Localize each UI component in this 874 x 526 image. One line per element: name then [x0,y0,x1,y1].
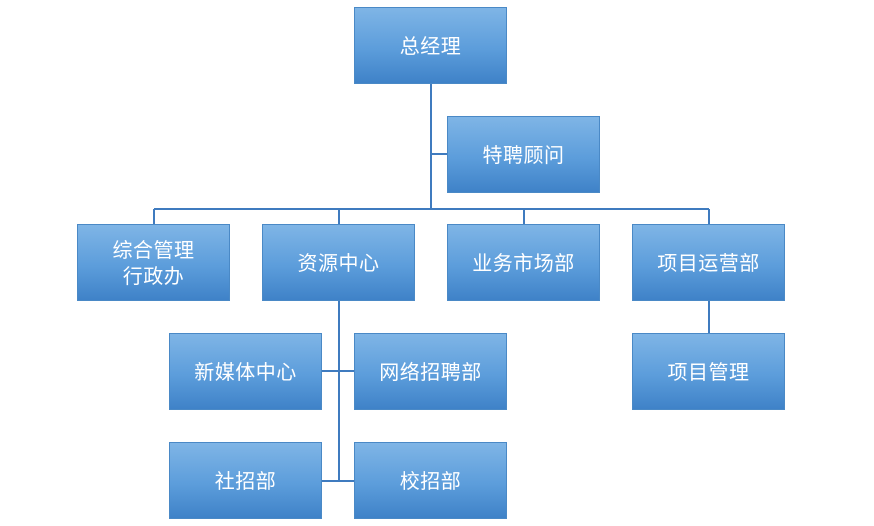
node-label: 资源中心 [297,250,380,275]
node-project-management: 项目管理 [632,333,785,410]
node-label: 项目运营部 [657,250,760,275]
node-business-marketing: 业务市场部 [447,224,600,301]
node-special-advisor: 特聘顾问 [447,116,600,193]
node-label: 业务市场部 [472,250,575,275]
node-label: 新媒体中心 [194,359,297,384]
node-social-recruitment: 社招部 [169,442,322,519]
node-label: 校招部 [399,468,462,493]
node-new-media-center: 新媒体中心 [169,333,322,410]
node-resource-center: 资源中心 [262,224,415,301]
node-label-line1: 综合管理 [112,237,195,262]
node-general-manager: 总经理 [354,7,507,84]
node-project-operations: 项目运营部 [632,224,785,301]
node-general-admin: 综合管理 行政办 [77,224,230,301]
node-campus-recruitment: 校招部 [354,442,507,519]
node-label: 特聘顾问 [482,142,565,167]
node-label: 社招部 [214,468,277,493]
node-online-recruitment: 网络招聘部 [354,333,507,410]
node-label: 项目管理 [667,359,750,384]
node-label: 网络招聘部 [379,359,482,384]
node-label-line2: 行政办 [122,263,185,288]
node-label: 总经理 [399,33,462,58]
